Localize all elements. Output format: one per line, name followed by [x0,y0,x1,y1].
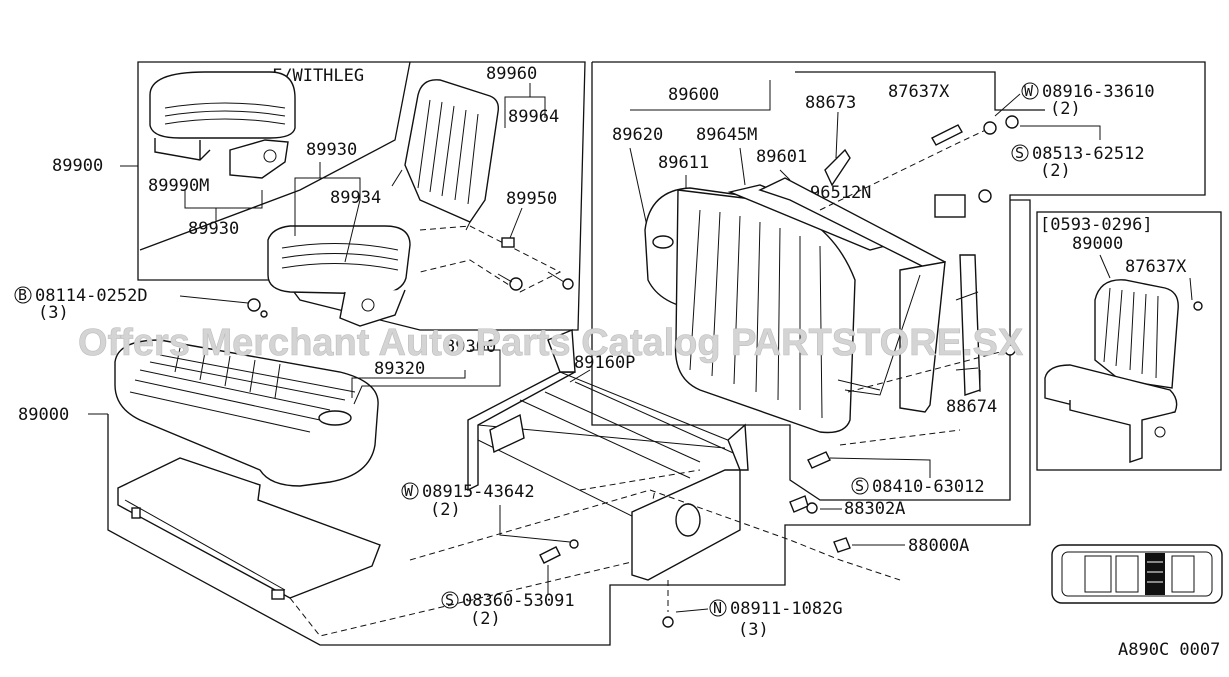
label-89601: 89601 [756,147,807,167]
label-89930-lower: 89930 [188,219,239,239]
svg-text:08360-53091: 08360-53091 [462,591,575,611]
inset-left-frame [137,61,586,331]
svg-text:S: S [445,591,454,609]
label-96512N: 96512N [810,183,871,203]
label-89000-main: 89000 [18,405,69,425]
cushion-cover-panel [117,457,381,600]
inset-left-inner-edge [139,61,411,251]
label-89611: 89611 [658,153,709,173]
fastener-08916-33610: W 08916-33610 (2) [994,82,1155,119]
fastener-08114-0252D: B 08114-0252D (3) [14,286,268,323]
inset-right-frame [1036,211,1222,471]
svg-text:(2): (2) [1040,161,1071,181]
svg-text:(2): (2) [1050,99,1081,119]
fastener-08911-1082G: N 08911-1082G (3) [675,599,843,640]
svg-text:08916-33610: 08916-33610 [1042,82,1155,102]
svg-text:08410-63012: 08410-63012 [872,477,985,497]
fastener-08513-62512: S 08513-62512 (2) [1011,125,1145,181]
label-89990M: 89990M [148,176,209,196]
folding-backrest-illustration [391,79,500,231]
label-88673: 88673 [805,93,856,113]
seat-frame-illustration [467,328,749,581]
label-89960: 89960 [486,64,537,84]
svg-text:W: W [1024,82,1034,100]
fastener-08915-43642: W 08915-43642 (2) [401,482,579,564]
label-89620: 89620 [612,125,663,145]
group-89600-bracket [591,61,1206,501]
folding-cushion-illustration [267,225,411,327]
svg-text:08513-62512: 08513-62512 [1032,144,1145,164]
label-89950: 89950 [506,189,557,209]
label-89934: 89934 [330,188,381,208]
group-89000-bracket [107,199,1031,646]
label-89320: 89320 [374,359,425,379]
svg-text:W: W [404,482,414,500]
footer-code: A890C 0007 [1118,640,1220,660]
svg-text:08911-1082G: 08911-1082G [730,599,843,619]
bench-cushion-illustration [114,339,379,487]
inset-date-range: [0593-0296] [1040,215,1153,235]
label-87637X-inset: 87637X [1125,257,1187,277]
part-88000A: 88000A [833,536,969,556]
svg-text:08114-0252D: 08114-0252D [35,286,148,306]
label-87637X-main: 87637X [888,82,950,102]
inset-fasteners [419,225,574,293]
seatback-illustration [644,184,903,434]
svg-text:(3): (3) [38,303,69,323]
svg-text:(3): (3) [738,620,769,640]
part-88302A: 88302A [789,495,905,519]
svg-text:88000A: 88000A [908,536,969,556]
group-88673-bracket [795,71,1045,111]
label-89930-upper: 89930 [306,140,357,160]
svg-text:08915-43642: 08915-43642 [422,482,535,502]
svg-text:(2): (2) [430,500,461,520]
watermark: Offers Merchant Auto Parts Catalog PARTS… [78,322,1024,364]
fastener-08360-53091: S 08360-53091 (2) [441,565,575,629]
label-89964: 89964 [508,107,559,127]
svg-text:S: S [855,477,864,495]
armrest-illustration [149,71,296,179]
svg-text:88302A: 88302A [844,499,905,519]
inset-note-f-with-leg: F/WITHLEG [272,66,364,86]
hinge-bolts [931,115,1019,356]
fastener-08410-63012: S 08410-63012 [807,451,985,497]
label-89645M: 89645M [696,125,757,145]
label-89300: 89300 [445,337,496,357]
label-89600: 89600 [668,85,719,105]
label-89160P: 89160P [574,353,635,373]
seatback-frame-illustration [758,148,992,413]
svg-text:B: B [18,286,27,304]
inset-bench-illustration [1044,279,1203,463]
label-89900: 89900 [52,156,103,176]
label-89000-inset: 89000 [1072,234,1123,254]
svg-text:N: N [713,599,722,617]
svg-text:S: S [1015,144,1024,162]
van-locator-icon [1051,544,1223,604]
svg-text:(2): (2) [470,609,501,629]
label-88674: 88674 [946,397,997,417]
